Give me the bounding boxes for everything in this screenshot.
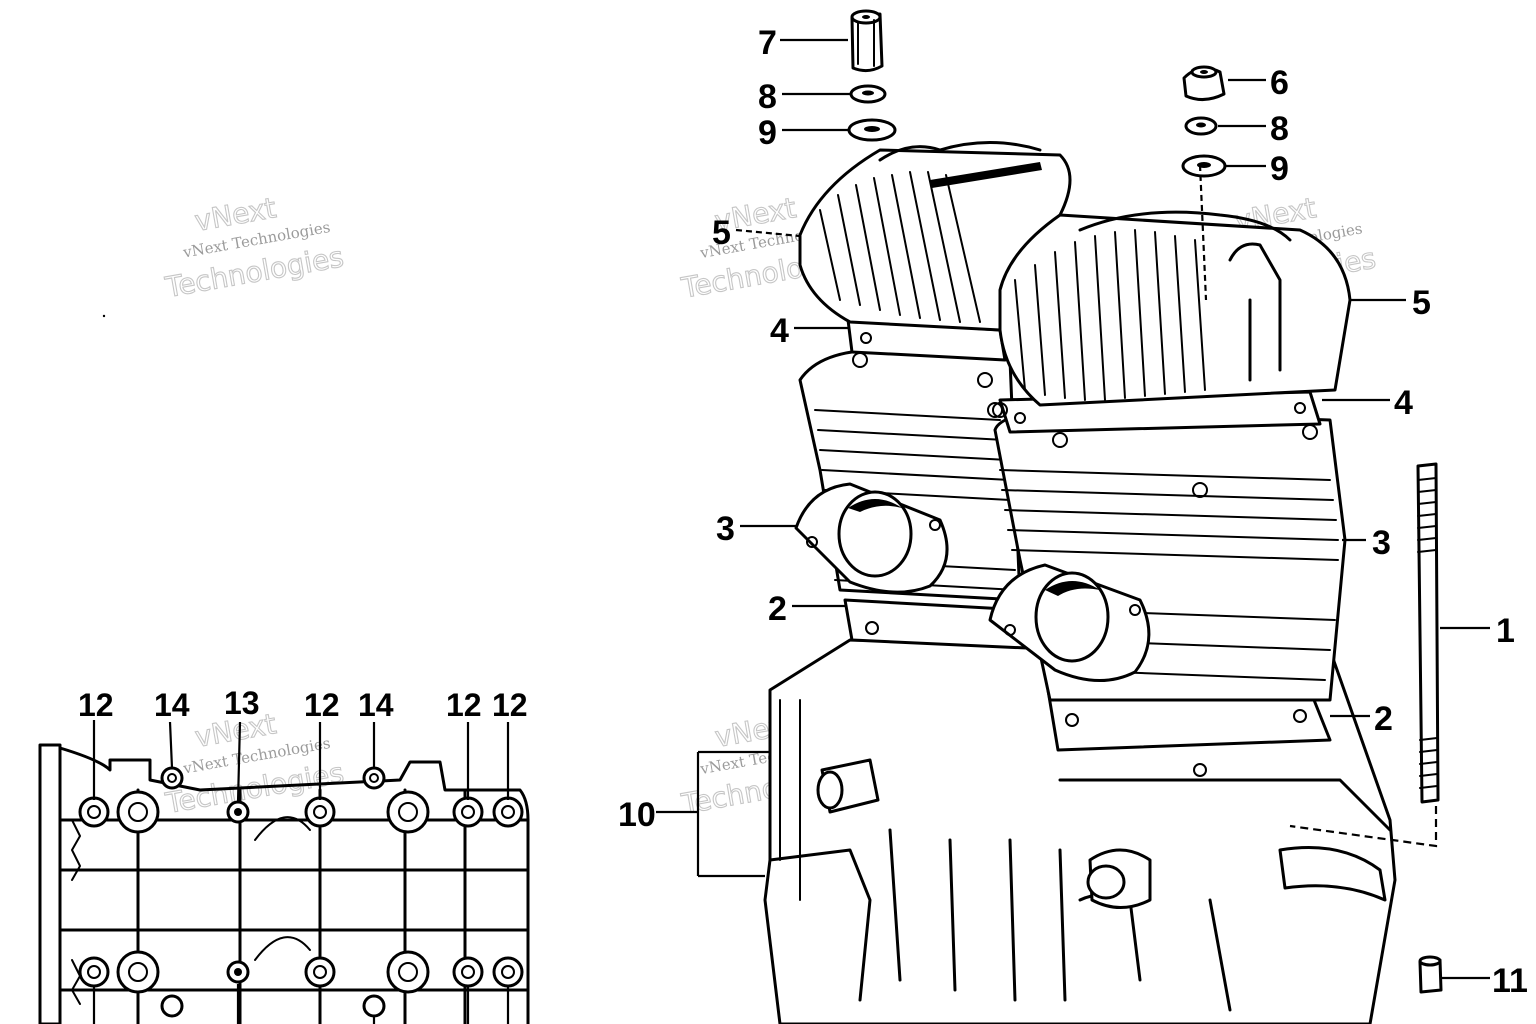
callout-4-right: 4 [1394, 384, 1413, 422]
callout-5-right: 5 [1412, 284, 1431, 322]
intake-port-right [988, 563, 1151, 682]
callout-7: 7 [758, 24, 777, 62]
crankcase-label-6: 12 [446, 687, 482, 723]
stray-mark [102, 314, 106, 318]
leader-lines [656, 38, 1490, 980]
callout-8-right: 8 [1270, 110, 1289, 148]
callout-3-left: 3 [716, 510, 735, 548]
flat-washer-part-9-left [847, 118, 897, 142]
leader-10-bracket [656, 750, 770, 878]
watermark-group-top-left: vNext vNext Technologies Technologies [162, 191, 347, 305]
callout-3-right: 3 [1372, 524, 1391, 562]
cap-nut-part-7 [850, 9, 884, 73]
stud-bolt-part-1 [1416, 462, 1440, 804]
callout-2-left: 2 [768, 590, 787, 628]
crankcase-top-view: 12 14 13 12 14 12 12 [38, 685, 530, 1024]
callout-9-right: 9 [1270, 150, 1289, 188]
intake-port-left [794, 482, 949, 594]
leader-5-left [735, 228, 801, 238]
callout-8-left: 8 [758, 78, 777, 116]
spring-washer-part-8-right [1184, 116, 1218, 136]
cylinder-head-part-5-right [998, 210, 1352, 407]
crankcase-label-7: 12 [492, 687, 528, 723]
crankcase-label-1: 12 [78, 687, 114, 723]
dowel-pin-part-11 [1418, 955, 1443, 994]
leader-dowel-dash [1198, 164, 1208, 301]
nut-part-6 [1182, 65, 1226, 101]
crankcase-label-2: 14 [154, 687, 190, 723]
crankcase-label-4: 12 [304, 687, 340, 723]
callout-numbers: 7 8 9 5 4 3 2 10 6 8 9 5 4 3 2 1 11 [618, 24, 1528, 1000]
callout-4-left: 4 [770, 312, 789, 350]
leader-stud-dash [1289, 806, 1438, 848]
flat-washer-part-9-right [1181, 154, 1227, 178]
crankcase-label-5: 14 [358, 687, 394, 723]
callout-6: 6 [1270, 64, 1289, 102]
callout-2-right: 2 [1374, 700, 1393, 738]
callout-10: 10 [618, 796, 656, 834]
crankcase-label-3: 13 [224, 685, 260, 721]
callout-9-left: 9 [758, 114, 777, 152]
spring-washer-part-8-left [849, 84, 887, 104]
callout-11: 11 [1492, 962, 1528, 1000]
engine-assembly-illustration [763, 141, 1443, 1024]
callout-5-left: 5 [712, 214, 731, 252]
callout-1: 1 [1496, 612, 1515, 650]
